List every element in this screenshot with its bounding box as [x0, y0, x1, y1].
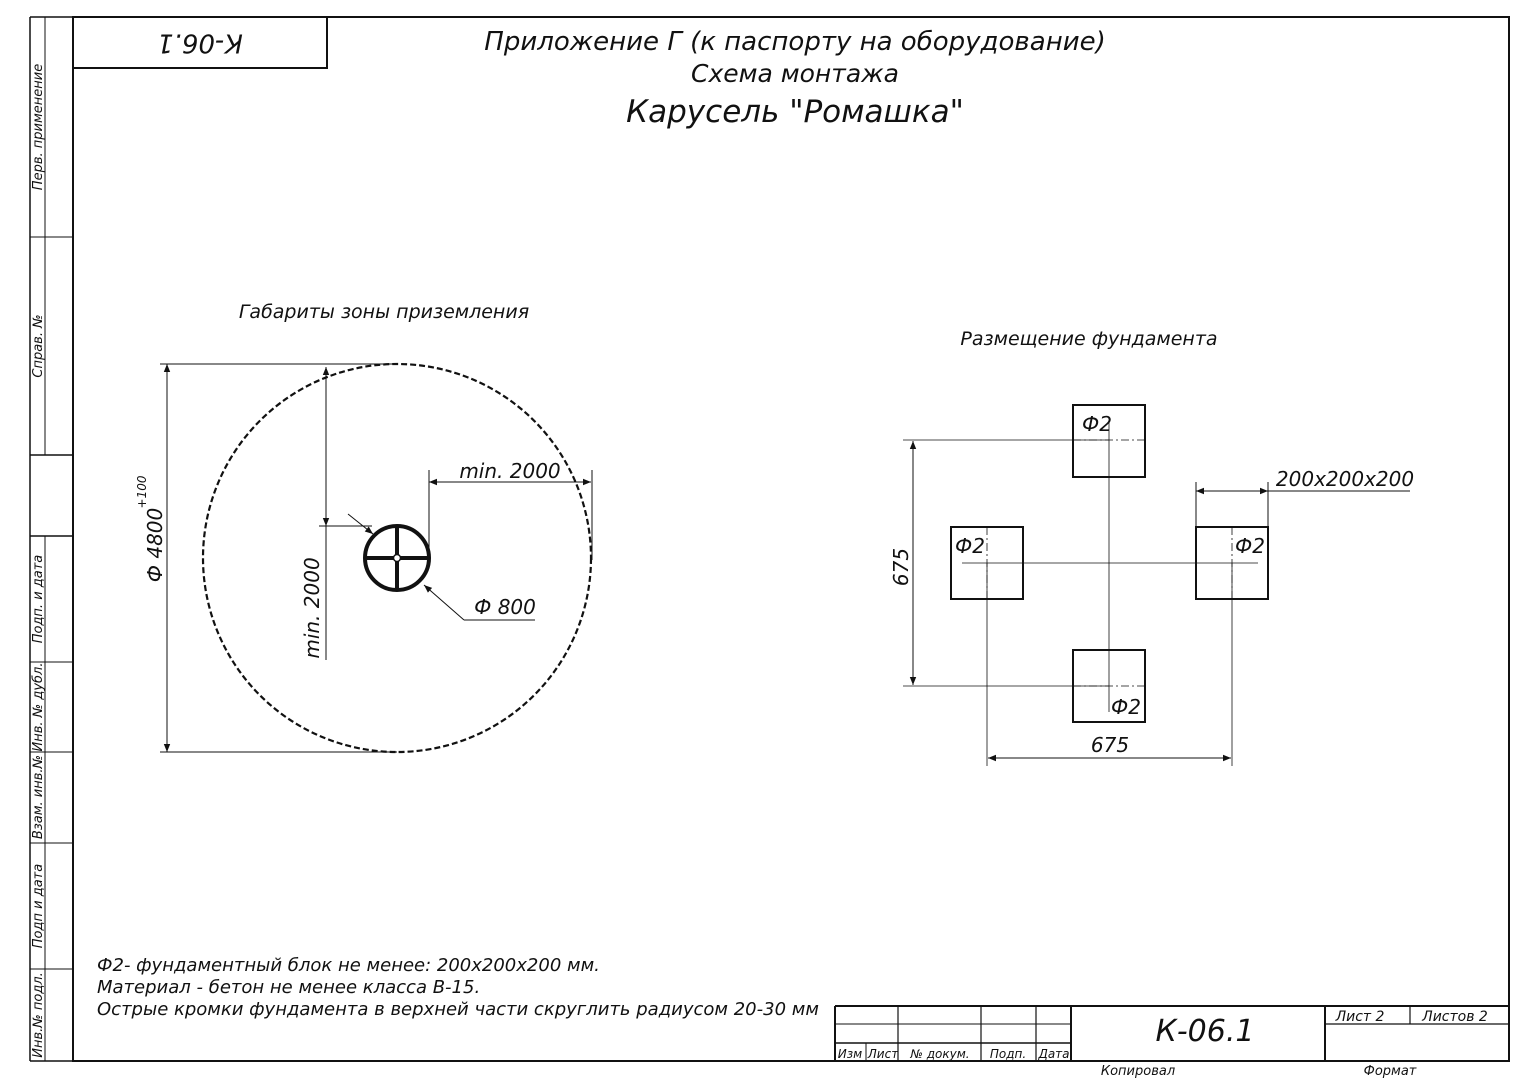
title-block-col-izm: Изм	[838, 1047, 862, 1061]
dim-block-size-label: 200x200x200	[1276, 467, 1414, 491]
note-3: Острые кромки фундамента в верхней части…	[97, 999, 819, 1020]
header-appendix: Приложение Г (к паспорту на оборудование…	[484, 27, 1105, 57]
title-block-col-sign: Подп.	[990, 1047, 1026, 1061]
side-label-sign-date-2: Подп и дата	[31, 864, 46, 948]
notes: Ф2- фундаментный блок не менее: 200х200х…	[97, 955, 819, 1020]
title-block-text: К-06.1 Лист 2 Листов 2 Изм Лист № докум.…	[838, 1009, 1488, 1079]
dim-horizontal-675-label: 675	[1091, 733, 1129, 757]
foundation-center-lines	[903, 420, 1258, 766]
dim-diameter-4800-tolerance: +100	[135, 475, 149, 508]
foundation-view: Размещение фундамента Ф2 Ф2 Ф2 Ф2	[889, 328, 1414, 766]
title-block-code: К-06.1	[1156, 1014, 1255, 1049]
title-block-col-date: Дата	[1037, 1047, 1069, 1061]
side-label-replace-inv: Взам. инв.№	[31, 755, 46, 839]
dim-diameter-4800	[160, 363, 397, 753]
side-label-dup-inv: Инв. № дубл.	[31, 663, 46, 752]
landing-zone-view: Габариты зоны приземления Ф 4800 +100 mi…	[135, 301, 593, 754]
block-label-left: Ф2	[955, 534, 985, 558]
dim-diameter-800-label: Ф 800	[474, 595, 536, 619]
side-label-ref-no: Справ. №	[31, 314, 46, 377]
dim-vertical-675-label: 675	[889, 548, 913, 586]
stamp-code: К-06.1	[157, 28, 243, 58]
sheet-frame	[29, 16, 1510, 1062]
side-label-orig-inv: Инв.№ подл.	[31, 972, 46, 1058]
dim-diameter-800	[347, 513, 535, 621]
dim-diameter-4800-label: Ф 4800	[143, 508, 167, 582]
block-label-top: Ф2	[1082, 412, 1112, 436]
header-scheme: Схема монтажа	[691, 59, 899, 88]
block-label-bottom: Ф2	[1111, 695, 1141, 719]
title-block-format: Формат	[1364, 1064, 1417, 1079]
dim-min-horizontal-label: min. 2000	[459, 459, 560, 483]
dim-min-vertical	[319, 367, 372, 660]
header-product: Карусель "Ромашка"	[626, 94, 964, 130]
dim-min-vertical-label: min. 2000	[300, 557, 324, 658]
carousel-center-post	[363, 524, 431, 592]
block-axis-marks	[986, 439, 1233, 687]
title-block-copied: Копировал	[1101, 1064, 1175, 1079]
title-block-sheet: Лист 2	[1335, 1009, 1385, 1025]
note-1: Ф2- фундаментный блок не менее: 200х200х…	[97, 955, 600, 976]
side-label-sign-date: Подп. и дата	[31, 555, 46, 644]
title-block-col-list: Лист	[867, 1047, 899, 1061]
block-label-right: Ф2	[1235, 534, 1265, 558]
foundation-title: Размещение фундамента	[960, 328, 1217, 350]
title-block	[834, 1005, 1509, 1061]
dim-block-size	[1195, 482, 1410, 527]
title-block-col-doc: № докум.	[909, 1047, 969, 1061]
side-labels: Перв. применение Справ. № Подп. и дата И…	[31, 64, 46, 1058]
side-label-first-use: Перв. применение	[31, 64, 46, 190]
note-2: Материал - бетон не менее класса В-15.	[97, 977, 480, 998]
header: Приложение Г (к паспорту на оборудование…	[484, 27, 1105, 130]
dim-min-horizontal	[428, 470, 593, 560]
foundation-block-top	[1072, 404, 1146, 478]
title-block-sheets: Листов 2	[1421, 1009, 1488, 1025]
landing-zone-title: Габариты зоны приземления	[239, 301, 529, 323]
